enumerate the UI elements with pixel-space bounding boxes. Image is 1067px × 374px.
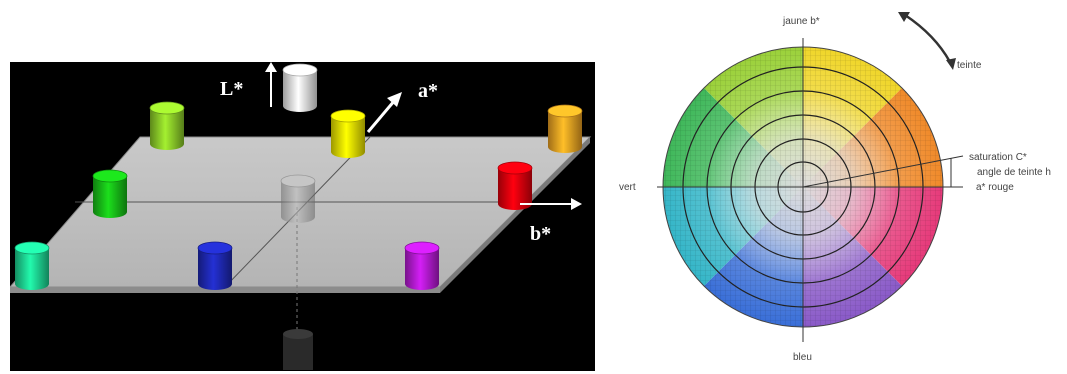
l-axis-label: L* [220, 78, 243, 100]
b-axis-label: b* [530, 223, 551, 245]
cylinder-yellow-green [149, 101, 185, 150]
cylinder-gray [280, 174, 316, 223]
a-axis-label: a* [418, 80, 438, 102]
hue-wheel [657, 38, 964, 342]
label-teinte: teinte [957, 60, 982, 71]
lab-color-wheel-diagram: jaune b* teinte vert bleu saturation C* … [605, 0, 1067, 374]
cylinder-yellow [330, 109, 366, 158]
cylinder-cyan-green [14, 241, 50, 290]
l-axis-arrow [265, 62, 277, 107]
cylinder-white [282, 63, 318, 112]
cylinder-purple [404, 241, 440, 290]
label-bleu: bleu [793, 352, 812, 363]
cylinder-orange [547, 104, 583, 153]
shadow-cylinder [283, 329, 313, 370]
lab-3d-diagram: L* a* b* [10, 62, 595, 371]
cylinder-green [92, 169, 128, 218]
label-a-rouge: a* rouge [976, 182, 1014, 193]
hue-direction-arrow [898, 12, 956, 70]
label-hue-angle: angle de teinte h [977, 167, 1051, 178]
cylinder-blue [197, 241, 233, 290]
a-axis-arrow [366, 92, 402, 133]
b-axis-arrow [520, 198, 582, 210]
cylinder-red [497, 161, 533, 210]
label-vert: vert [619, 182, 636, 193]
label-jaune: jaune b* [782, 16, 820, 27]
label-saturation: saturation C* [969, 152, 1027, 163]
